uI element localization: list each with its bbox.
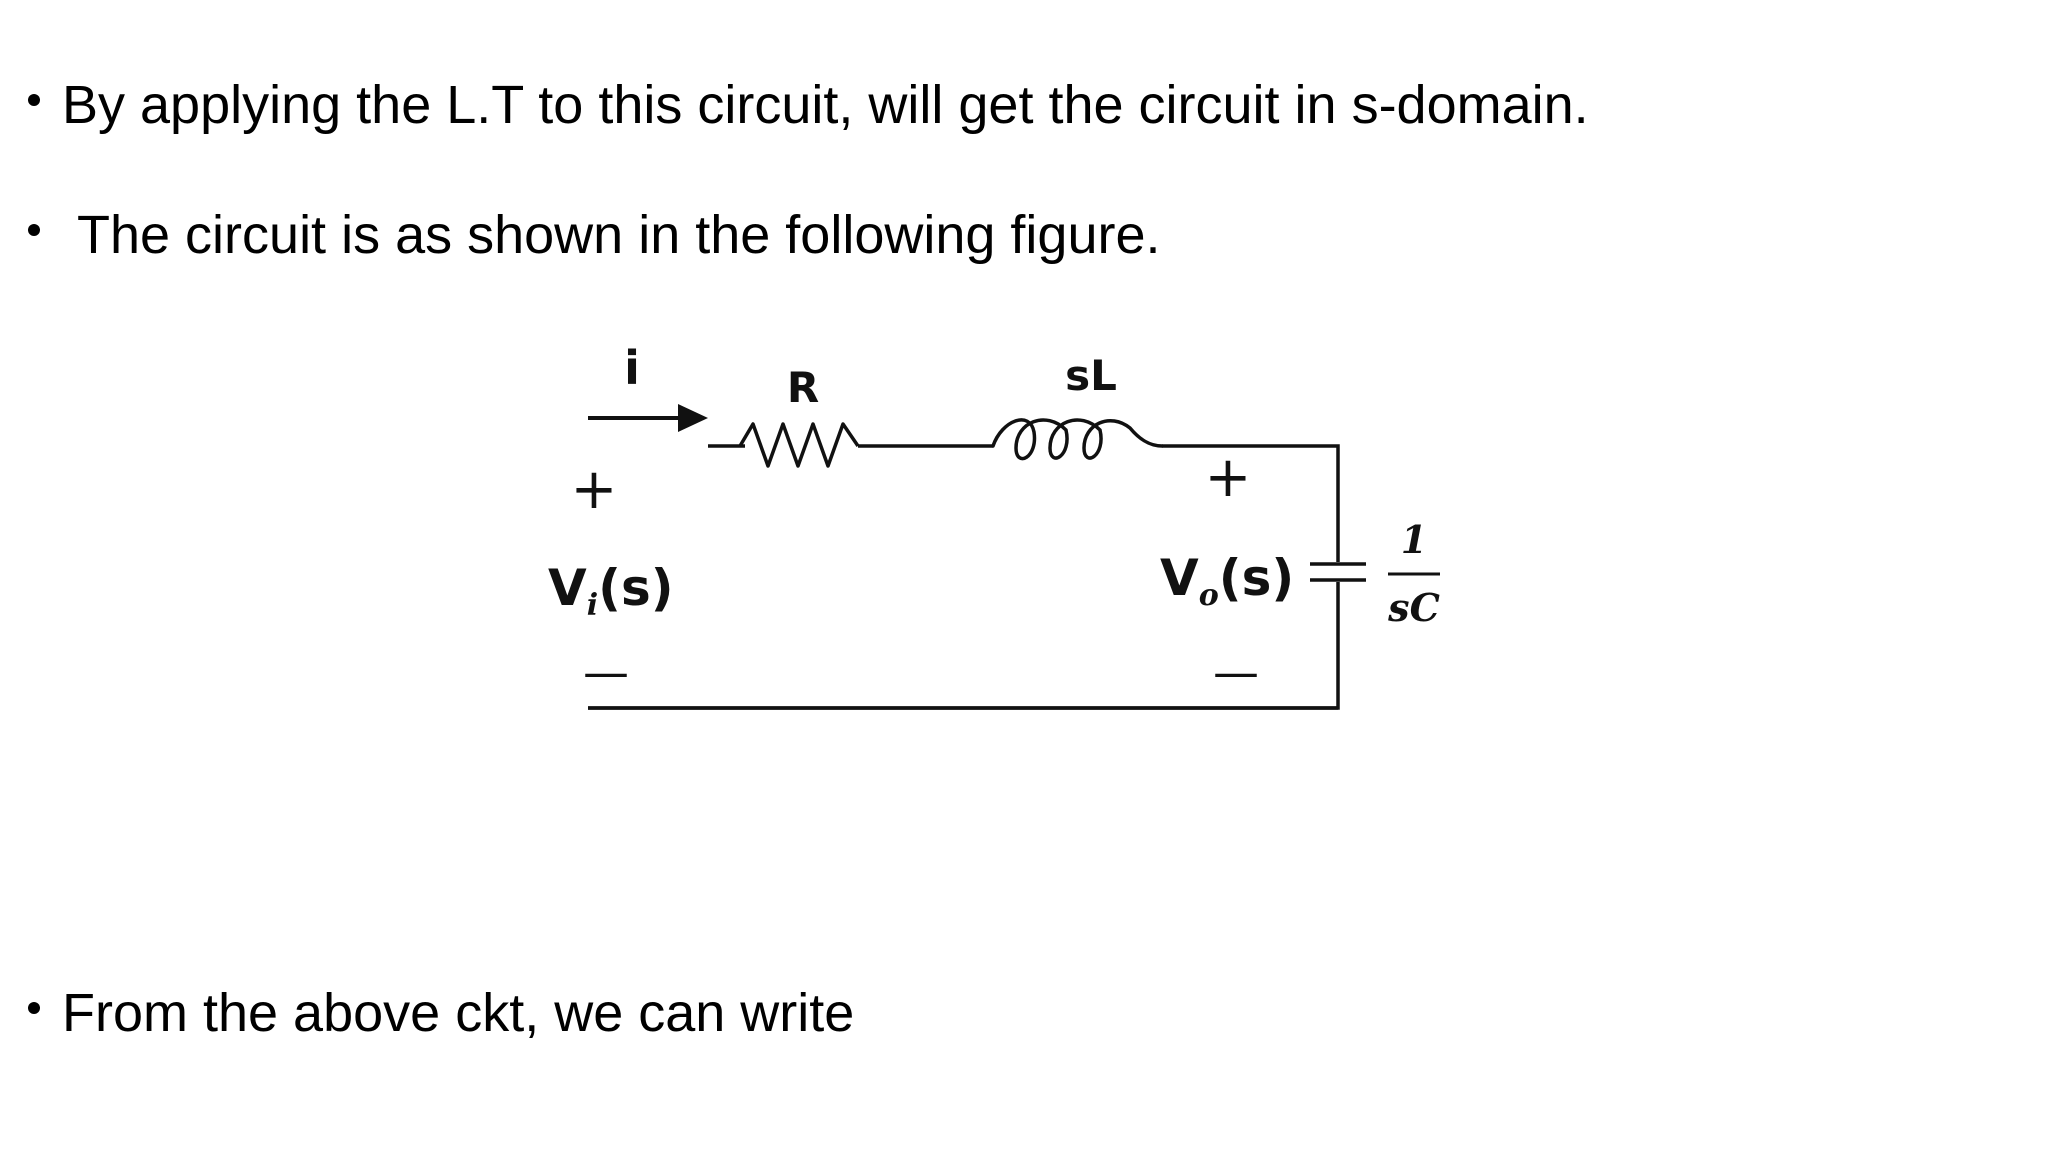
input-voltage-argument: (s)	[598, 559, 673, 617]
capacitor-numerator: 1	[1401, 517, 1427, 562]
bullet-item-3: From the above ckt, we can write	[28, 986, 854, 1040]
bullet-icon	[28, 94, 40, 106]
input-minus-sign: —	[583, 645, 629, 699]
capacitor-symbol	[1310, 562, 1366, 582]
bullet-icon	[28, 1002, 40, 1014]
output-plus-sign: +	[1205, 445, 1252, 510]
bullet-text: The circuit is as shown in the following…	[77, 205, 1161, 265]
bullet-item-2: The circuit is as shown in the following…	[28, 208, 1161, 262]
wire-top-right	[1162, 444, 1340, 562]
input-plus-sign: +	[571, 457, 618, 522]
bullet-text: By applying the L.T to this circuit, wil…	[62, 75, 1589, 135]
bullet-icon	[28, 224, 40, 236]
output-voltage-argument: (s)	[1219, 549, 1294, 607]
resistor-symbol	[738, 422, 860, 468]
current-label: i	[624, 341, 640, 395]
input-voltage-main: V	[548, 559, 587, 617]
inductor-symbol	[991, 418, 1164, 461]
resistor-label: R	[787, 363, 819, 412]
input-voltage-label: Vi(s)	[548, 559, 674, 623]
capacitor-denominator: sC	[1387, 585, 1440, 630]
output-voltage-subscript: o	[1199, 578, 1219, 613]
output-voltage-main: V	[1160, 549, 1199, 607]
output-voltage-label: Vo(s)	[1160, 549, 1294, 613]
current-arrow	[588, 404, 708, 432]
bullet-item-1: By applying the L.T to this circuit, wil…	[28, 78, 1589, 132]
bullet-text: From the above ckt, we can write	[62, 983, 855, 1043]
input-voltage-subscript: i	[587, 588, 598, 623]
output-minus-sign: —	[1213, 645, 1259, 699]
inductor-label: sL	[1065, 351, 1117, 400]
